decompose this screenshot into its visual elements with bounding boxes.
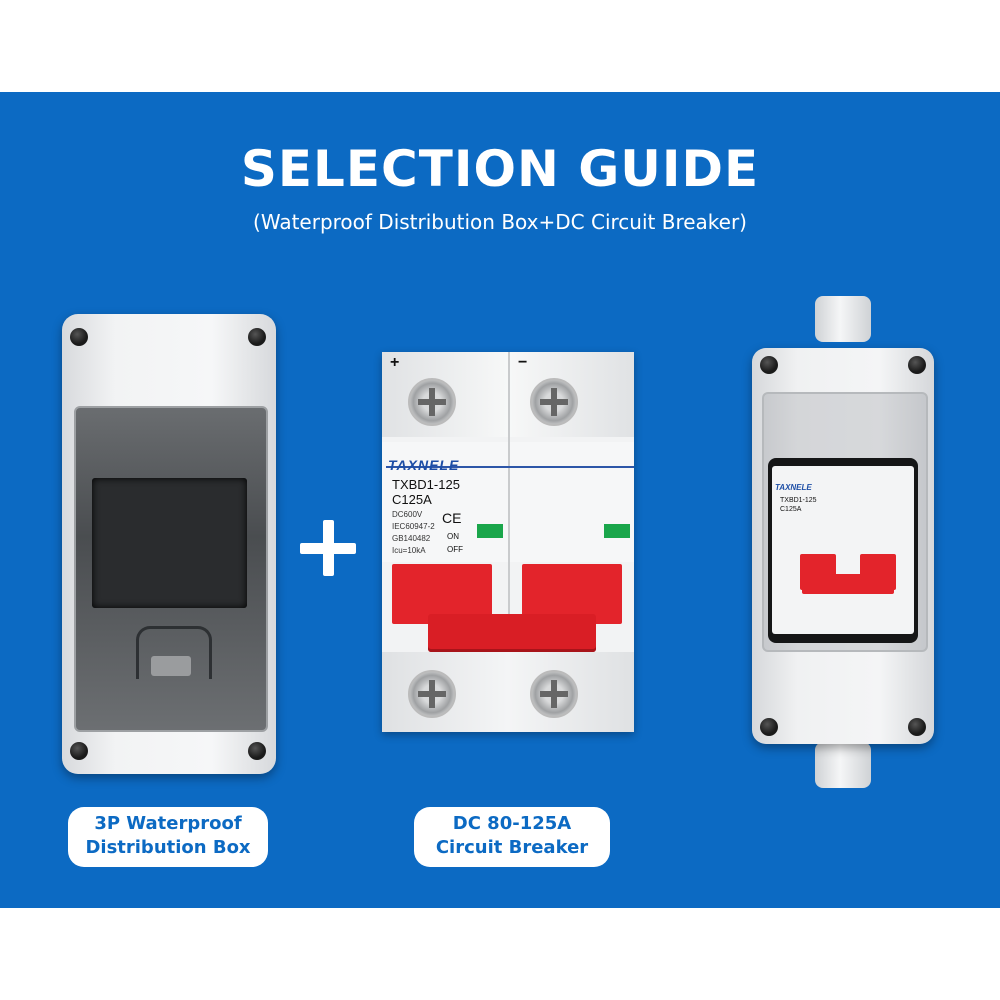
positive-terminal-label: +	[390, 354, 400, 371]
mounted-breaker: TAXNELE TXBD1-125 C125A	[772, 466, 914, 634]
pole-divider	[508, 352, 510, 732]
breaker-label-line1: DC 80-125A	[452, 813, 572, 834]
mini-rating: C125A	[780, 506, 802, 513]
brand-underline	[386, 466, 634, 468]
cover-clip	[151, 656, 191, 676]
terminal-screw-icon	[408, 378, 456, 426]
screw-icon	[70, 742, 88, 760]
mini-brand-logo: TAXNELE	[775, 483, 812, 492]
cable-gland-top	[815, 296, 871, 342]
terminal-screw-icon	[530, 670, 578, 718]
breaker-label-line2: Circuit Breaker	[435, 837, 589, 858]
transparent-cover	[74, 406, 268, 732]
screw-icon	[248, 328, 266, 346]
assembled-unit-image: TAXNELE TXBD1-125 C125A	[752, 348, 934, 744]
mini-model: TXBD1-125	[780, 497, 817, 504]
circuit-breaker-image: + − TAXNELE TXBD1-125 C125A DC600V CE IE…	[382, 352, 634, 732]
on-label: ON	[447, 532, 459, 541]
box-label-line1: 3P Waterproof	[94, 813, 242, 834]
screw-icon	[760, 356, 778, 374]
breaker-label: DC 80-125A Circuit Breaker	[414, 807, 610, 867]
screw-icon	[908, 718, 926, 736]
handle-tie-bar	[428, 614, 596, 652]
terminal-screw-icon	[408, 670, 456, 718]
status-indicator	[604, 524, 630, 538]
model-number: TXBD1-125	[392, 477, 460, 492]
cover-latch	[136, 626, 212, 679]
status-indicator	[477, 524, 503, 538]
ce-mark: CE	[442, 510, 462, 526]
icu-spec: Icu=10kA	[392, 546, 426, 555]
distribution-box-image	[62, 314, 276, 774]
standard-gb: GB140482	[392, 534, 431, 543]
mini-handle-tie-bar	[802, 574, 894, 594]
voltage-spec: DC600V	[392, 510, 423, 519]
terminal-screw-icon	[530, 378, 578, 426]
cable-gland-bottom	[815, 742, 871, 788]
screw-icon	[908, 356, 926, 374]
standard-iec: IEC60947-2	[392, 522, 435, 531]
screw-icon	[248, 742, 266, 760]
box-label-line2: Distribution Box	[85, 837, 251, 858]
box-label: 3P Waterproof Distribution Box	[68, 807, 268, 867]
screw-icon	[70, 328, 88, 346]
mini-model-number: TXBD1-125 C125A	[780, 496, 817, 514]
screw-icon	[760, 718, 778, 736]
current-rating: C125A	[392, 492, 432, 507]
brand-logo: TAXNELE	[388, 457, 460, 473]
breaker-slot	[92, 478, 247, 608]
off-label: OFF	[447, 545, 463, 554]
negative-terminal-label: −	[518, 354, 528, 371]
page-subtitle: (Waterproof Distribution Box+DC Circuit …	[253, 210, 747, 234]
page-title: SELECTION GUIDE	[240, 140, 760, 198]
plus-icon	[300, 520, 356, 576]
